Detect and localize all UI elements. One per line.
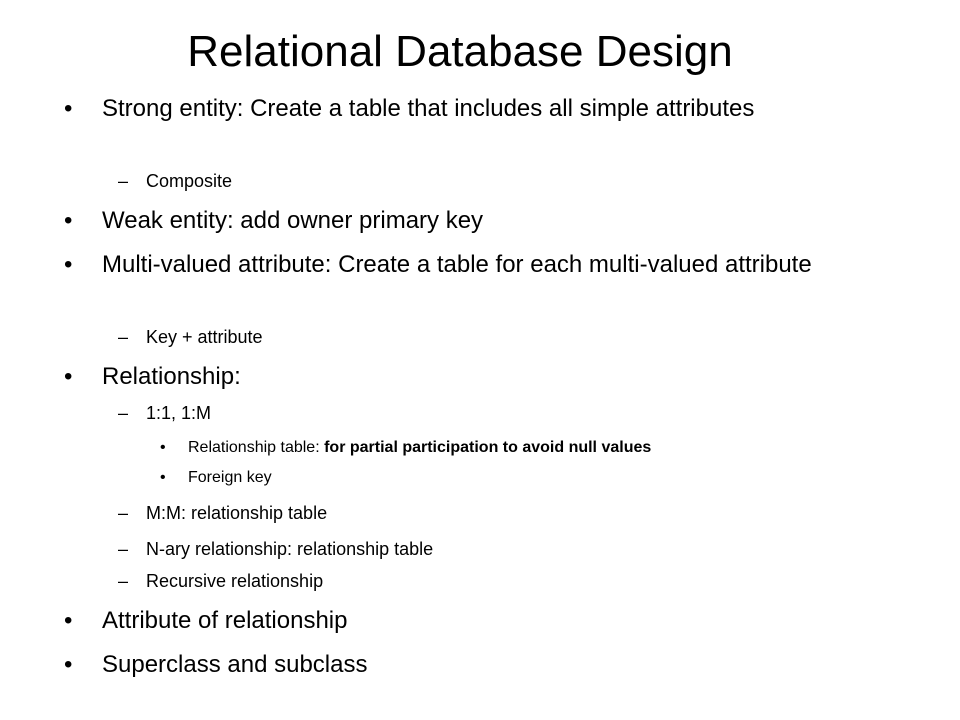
bullet-text: Multi-valued attribute: Create a table f…	[102, 251, 812, 278]
dash-icon: –	[118, 403, 129, 423]
sub-item-composite: – Composite	[118, 170, 898, 192]
dash-icon: –	[118, 503, 129, 523]
sub-item-many-to-many: – M:M: relationship table	[118, 502, 898, 524]
bullet-item-strong-entity: • Strong entity: Create a table that inc…	[64, 94, 904, 124]
bullet-item-multi-valued: • Multi-valued attribute: Create a table…	[64, 250, 904, 280]
bullet-text: Attribute of relationship	[102, 607, 348, 634]
bullet-text: Weak entity: add owner primary key	[102, 207, 484, 234]
bullet-text: Superclass and subclass	[102, 651, 368, 678]
bullet-icon: •	[64, 363, 73, 390]
bullet-icon: •	[64, 607, 73, 634]
bullet-text: Strong entity: Create a table that inclu…	[102, 95, 755, 122]
sub-item-recursive: – Recursive relationship	[118, 570, 898, 592]
sub-item-text: N-ary relationship: relationship table	[146, 539, 434, 559]
bullet-item-superclass: • Superclass and subclass	[64, 650, 904, 680]
dash-icon: –	[118, 571, 129, 591]
dash-icon: –	[118, 171, 129, 191]
dash-icon: –	[118, 539, 129, 559]
sub-item-text: 1:1, 1:M	[146, 403, 212, 423]
sub-item-key-attribute: – Key + attribute	[118, 326, 898, 348]
sub-item-one-to-one: – 1:1, 1:M	[118, 402, 898, 424]
bullet-item-weak-entity: • Weak entity: add owner primary key	[64, 206, 904, 236]
bullet-item-attribute-of-relationship: • Attribute of relationship	[64, 606, 904, 636]
bullet-icon: •	[160, 439, 166, 456]
bold-text: for partial participation to avoid null …	[324, 439, 652, 456]
plain-text: Relationship table:	[188, 439, 325, 456]
bullet-icon: •	[64, 207, 73, 234]
sub-sub-item-foreign-key: • Foreign key	[160, 468, 900, 488]
sub-sub-item-text: Foreign key	[188, 469, 272, 486]
bullet-icon: •	[64, 251, 73, 278]
sub-item-n-ary: – N-ary relationship: relationship table	[118, 538, 898, 560]
bullet-text: Relationship:	[102, 363, 241, 390]
bullet-icon: •	[160, 469, 166, 486]
dash-icon: –	[118, 327, 129, 347]
sub-item-text: Recursive relationship	[146, 571, 324, 591]
slide-title: Relational Database Design	[187, 27, 733, 76]
bullet-icon: •	[64, 651, 73, 678]
bullet-item-relationship: • Relationship:	[64, 362, 904, 392]
sub-item-text: Composite	[146, 171, 233, 191]
sub-item-text: M:M: relationship table	[146, 503, 328, 523]
sub-item-text: Key + attribute	[146, 327, 263, 347]
bullet-icon: •	[64, 95, 73, 122]
sub-sub-item-relationship-table: • Relationship table: for partial partic…	[160, 438, 900, 458]
sub-sub-item-text: Relationship table: for partial particip…	[188, 438, 900, 458]
